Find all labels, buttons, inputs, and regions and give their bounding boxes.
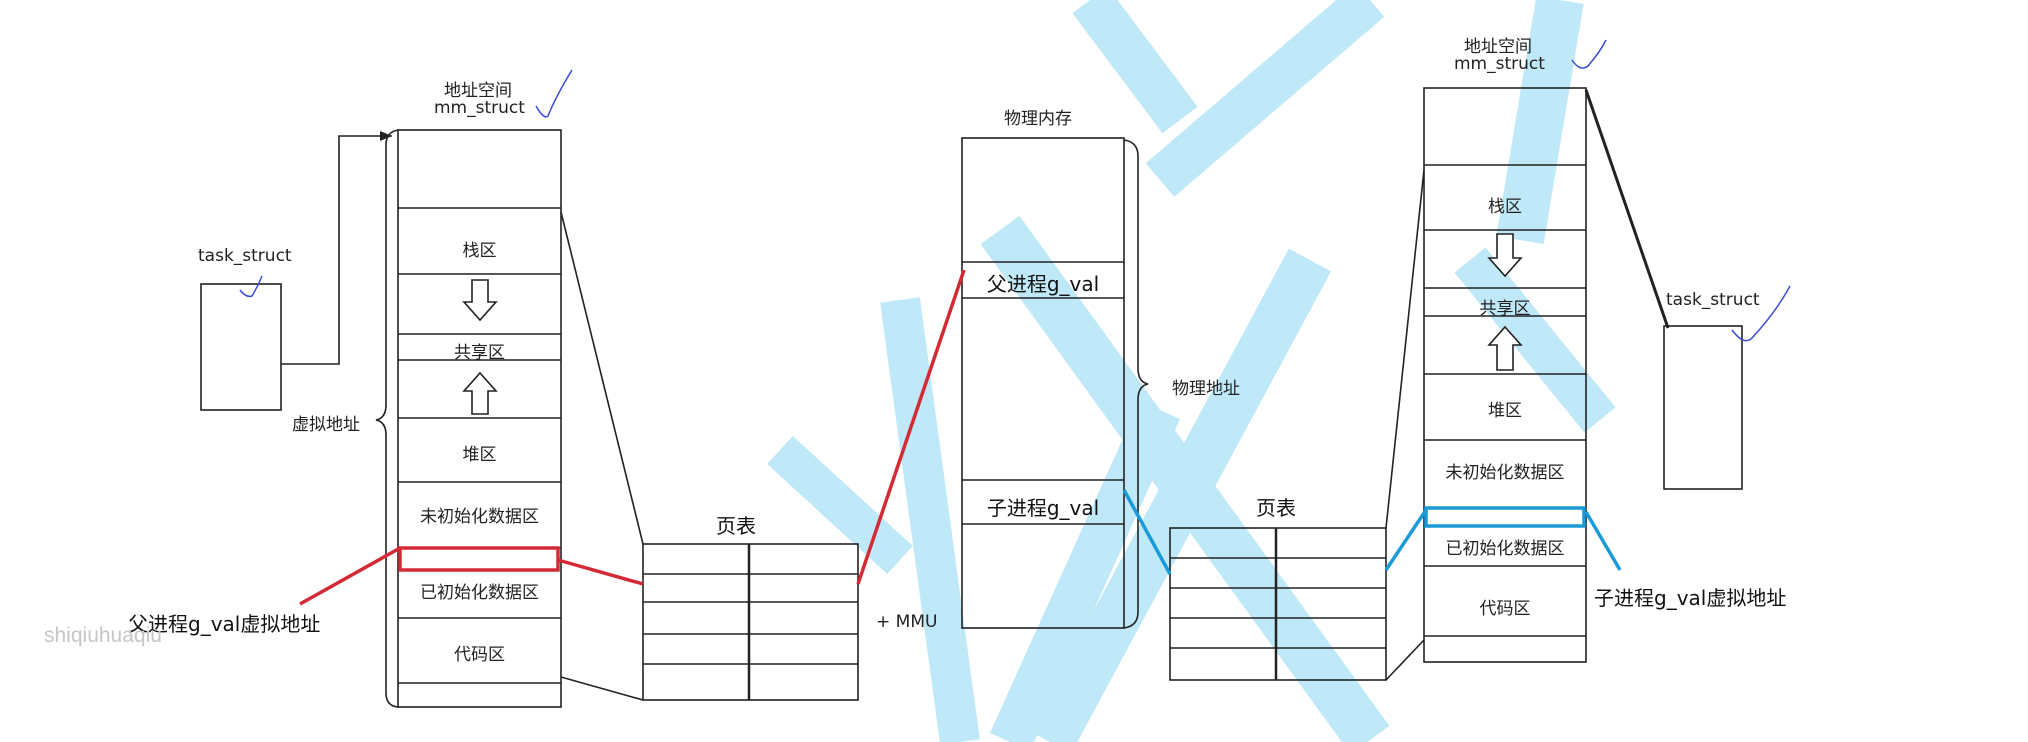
- right-segment-data: 已初始化数据区: [1445, 539, 1565, 559]
- left-segment-data: 已初始化数据区: [420, 583, 539, 603]
- left-virtual-brace: [375, 129, 399, 708]
- left-stack-down-arrow: [462, 279, 498, 322]
- check-mark-doodle: [1731, 285, 1791, 342]
- child-gval-cell: 子进程g_val: [986, 496, 1100, 520]
- child-gval-vaddr-label: 子进程g_val虚拟地址: [1594, 586, 1787, 610]
- physical-memory-title: 物理内存: [1004, 109, 1072, 129]
- left-address-space-title: 地址空间: [444, 81, 512, 101]
- left-task-struct-box: [200, 283, 282, 411]
- left-page-table-title: 页表: [716, 514, 756, 538]
- right-task-struct-label: task_struct: [1666, 290, 1760, 310]
- right-task-struct-box: [1663, 325, 1743, 490]
- physical-memory: [961, 137, 1125, 629]
- right-task-link: [1584, 89, 1670, 329]
- left-page-table: [642, 543, 859, 701]
- right-page-table-title: 页表: [1256, 496, 1296, 520]
- virtual-address-label: 虚拟地址: [292, 415, 360, 435]
- child-pointer-line: [1584, 511, 1622, 571]
- check-mark-doodle: [239, 275, 263, 298]
- left-segment-stack: 栈区: [462, 241, 497, 261]
- right-stack-down-arrow: [1487, 233, 1523, 278]
- parent-gval-vaddr-label: 父进程g_val虚拟地址: [128, 612, 321, 636]
- physical-address-label: 物理地址: [1172, 379, 1240, 399]
- check-mark-doodle: [535, 69, 573, 118]
- right-segment-heap: 堆区: [1488, 401, 1522, 421]
- left-task-struct-label: task_struct: [198, 246, 292, 266]
- right-address-space: [1423, 87, 1587, 663]
- check-mark-doodle: [1571, 39, 1607, 69]
- background-watermark: [767, 0, 1616, 742]
- right-segment-shared: 共享区: [1479, 299, 1531, 319]
- left-mm-struct-label: mm_struct: [434, 98, 525, 118]
- left-heap-up-arrow: [462, 371, 498, 415]
- right-segment-stack: 栈区: [1488, 197, 1522, 217]
- left-segment-shared: 共享区: [454, 343, 505, 363]
- right-page-table: [1169, 527, 1387, 681]
- mmu-label: + MMU: [876, 612, 938, 632]
- parent-physical-link: [856, 269, 966, 585]
- parent-gval-cell: 父进程g_val: [986, 272, 1100, 296]
- left-segment-heap: 堆区: [462, 445, 497, 465]
- physical-brace: [1123, 139, 1149, 629]
- parent-gval-highlight: [398, 546, 560, 572]
- left-task-link: [281, 135, 392, 365]
- left-segment-bss: 未初始化数据区: [420, 507, 539, 527]
- right-heap-up-arrow: [1487, 325, 1523, 371]
- right-mm-struct-label: mm_struct: [1454, 54, 1545, 74]
- left-segment-code: 代码区: [454, 645, 505, 665]
- right-address-space-title: 地址空间: [1464, 37, 1532, 57]
- watermark-text: shiqiuhuaqiu: [44, 624, 162, 647]
- child-gval-highlight: [1424, 506, 1586, 528]
- right-segment-code: 代码区: [1479, 599, 1531, 619]
- right-segment-bss: 未初始化数据区: [1445, 463, 1565, 483]
- parent-pointer-line: [299, 546, 401, 606]
- child-physical-link: [1122, 489, 1172, 575]
